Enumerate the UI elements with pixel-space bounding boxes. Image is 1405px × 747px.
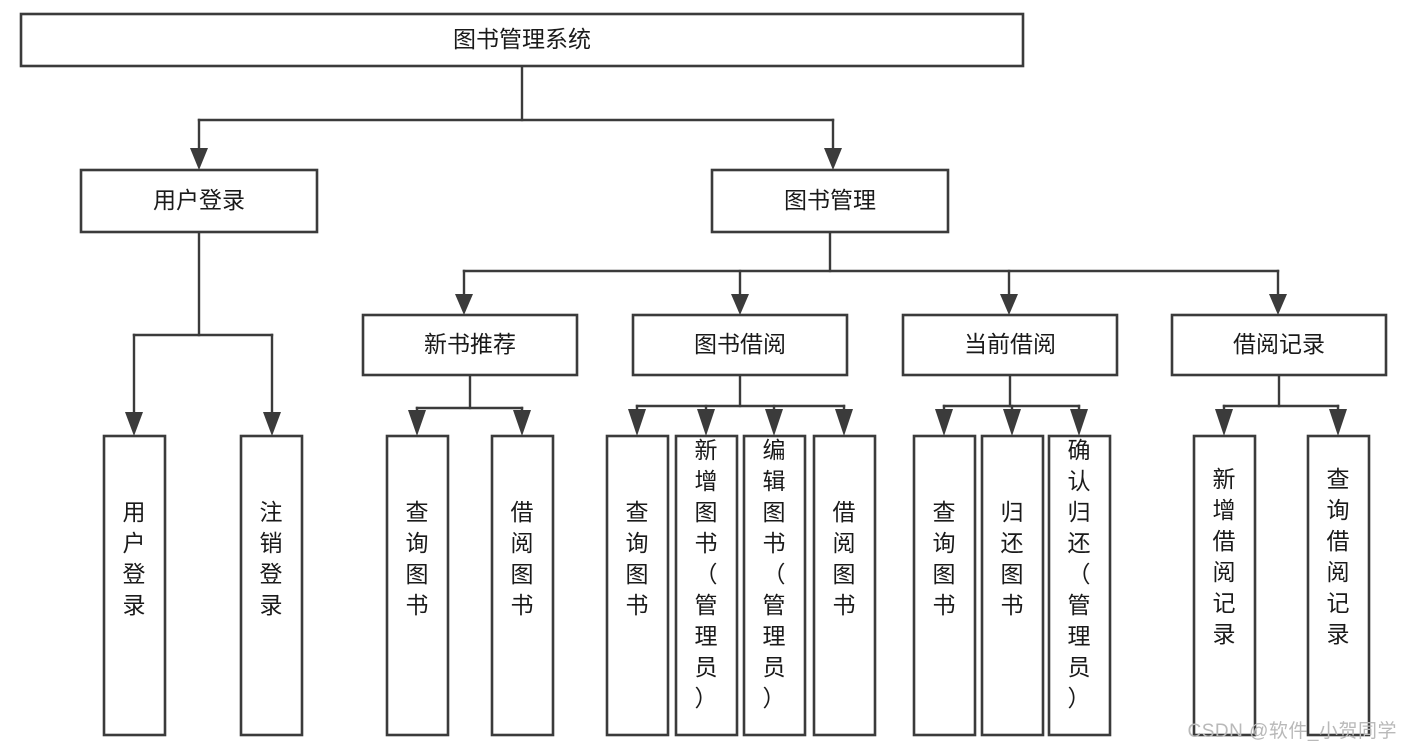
node-leaf-borrow-book-2-box[interactable] bbox=[812, 434, 877, 737]
csdn-watermark: CSDN @软件_小贺同学 bbox=[1187, 721, 1397, 742]
arrow-head-leaf-borrow-book-2 bbox=[835, 409, 853, 436]
arrow-head-leaf-confirm-return bbox=[1070, 409, 1088, 436]
node-leaf-query-book-1-label: 查询图书 bbox=[406, 499, 429, 618]
arrow-head-leaf-query-book-3 bbox=[935, 409, 953, 436]
node-leaf-query-book-1-box[interactable] bbox=[385, 434, 450, 737]
arrow-head-leaf-query-book-2 bbox=[628, 409, 646, 436]
node-leaf-return-book-box[interactable] bbox=[980, 434, 1045, 737]
node-leaf-edit-book-box[interactable] bbox=[742, 434, 807, 737]
node-root-label: 图书管理系统 bbox=[453, 26, 591, 52]
node-current-borrow[interactable]: 当前借阅 bbox=[901, 313, 1119, 377]
node-leaf-user-login[interactable]: 用户登录 bbox=[102, 434, 167, 737]
node-user-login-box[interactable] bbox=[79, 168, 319, 234]
node-leaf-return-book-label: 归还图书 bbox=[1001, 499, 1024, 618]
node-leaf-confirm-return-label: 确认归还（管理员） bbox=[1068, 437, 1091, 711]
node-leaf-query-book-2-label: 查询图书 bbox=[626, 499, 649, 618]
node-new-book-recommend[interactable]: 新书推荐 bbox=[361, 313, 579, 377]
node-book-manage-box[interactable] bbox=[710, 168, 950, 234]
node-leaf-query-book-3-box[interactable] bbox=[912, 434, 977, 737]
node-book-borrow-label: 图书借阅 bbox=[694, 331, 786, 357]
node-leaf-query-book-1[interactable]: 查询图书 bbox=[385, 434, 450, 737]
connector-group-user-login bbox=[125, 230, 281, 436]
connector-group-book-borrow bbox=[628, 373, 853, 436]
node-borrow-record-box[interactable] bbox=[1170, 313, 1388, 377]
node-leaf-user-logout-label: 注销登录 bbox=[260, 499, 283, 618]
arrow-head-borrow-record bbox=[1269, 294, 1287, 315]
node-borrow-record[interactable]: 借阅记录 bbox=[1170, 313, 1388, 377]
arrow-head-leaf-add-record bbox=[1215, 409, 1233, 436]
arrow-head-book-borrow bbox=[731, 294, 749, 315]
connector-group-borrow-record bbox=[1215, 373, 1347, 436]
arrow-head-leaf-edit-book bbox=[765, 409, 783, 436]
arrow-head-new-book-recommend bbox=[455, 294, 473, 315]
node-leaf-borrow-book-2-label: 借阅图书 bbox=[833, 499, 856, 618]
node-new-book-recommend-box[interactable] bbox=[361, 313, 579, 377]
node-leaf-borrow-book-1-box[interactable] bbox=[490, 434, 555, 737]
node-book-borrow-box[interactable] bbox=[631, 313, 849, 377]
node-leaf-query-record[interactable]: 查询借阅记录 bbox=[1306, 434, 1371, 737]
node-user-login[interactable]: 用户登录 bbox=[79, 168, 319, 234]
node-new-book-recommend-label: 新书推荐 bbox=[424, 331, 516, 357]
connector-group-new-book-recommend bbox=[408, 373, 531, 436]
node-leaf-borrow-book-2[interactable]: 借阅图书 bbox=[812, 434, 877, 737]
node-leaf-user-login-label: 用户登录 bbox=[123, 499, 146, 618]
node-leaf-query-book-2[interactable]: 查询图书 bbox=[605, 434, 670, 737]
node-leaf-add-book[interactable]: 新增图书（管理员） bbox=[674, 434, 739, 737]
arrow-head-current-borrow bbox=[1000, 294, 1018, 315]
connector-group-current-borrow bbox=[935, 373, 1088, 436]
arrow-head-leaf-borrow-book-1 bbox=[513, 410, 531, 436]
node-leaf-query-record-label: 查询借阅记录 bbox=[1327, 466, 1350, 647]
node-leaf-query-book-2-box[interactable] bbox=[605, 434, 670, 737]
arrow-head-leaf-query-record bbox=[1329, 409, 1347, 436]
node-current-borrow-label: 当前借阅 bbox=[964, 331, 1056, 357]
node-book-manage[interactable]: 图书管理 bbox=[710, 168, 950, 234]
node-book-manage-label: 图书管理 bbox=[784, 187, 876, 213]
arrow-head-leaf-user-login bbox=[125, 412, 143, 436]
node-leaf-borrow-book-1-label: 借阅图书 bbox=[511, 499, 534, 618]
node-leaf-add-record-box[interactable] bbox=[1192, 434, 1257, 737]
node-leaf-add-record-label: 新增借阅记录 bbox=[1213, 466, 1236, 647]
node-borrow-record-label: 借阅记录 bbox=[1233, 331, 1325, 357]
connector-group-root bbox=[190, 64, 842, 170]
node-root[interactable]: 图书管理系统 bbox=[19, 12, 1025, 68]
arrow-head-leaf-query-book-1 bbox=[408, 410, 426, 436]
node-leaf-user-logout-box[interactable] bbox=[239, 434, 304, 737]
connector-group-book-manage bbox=[455, 230, 1287, 315]
node-leaf-query-record-box[interactable] bbox=[1306, 434, 1371, 737]
node-leaf-add-book-label: 新增图书（管理员） bbox=[695, 437, 718, 711]
node-leaf-return-book[interactable]: 归还图书 bbox=[980, 434, 1045, 737]
node-root-box[interactable] bbox=[19, 12, 1025, 68]
arrow-head-leaf-user-logout bbox=[263, 412, 281, 436]
arrow-head-leaf-return-book bbox=[1003, 409, 1021, 436]
node-book-borrow[interactable]: 图书借阅 bbox=[631, 313, 849, 377]
node-leaf-edit-book-label: 编辑图书（管理员） bbox=[763, 437, 786, 711]
node-leaf-query-book-3-label: 查询图书 bbox=[933, 499, 956, 618]
node-current-borrow-box[interactable] bbox=[901, 313, 1119, 377]
node-leaf-user-login-box[interactable] bbox=[102, 434, 167, 737]
node-leaf-borrow-book-1[interactable]: 借阅图书 bbox=[490, 434, 555, 737]
arrow-head-book-manage bbox=[824, 148, 842, 170]
node-leaf-add-book-box[interactable] bbox=[674, 434, 739, 737]
node-leaf-add-record[interactable]: 新增借阅记录 bbox=[1192, 434, 1257, 737]
arrow-head-leaf-add-book bbox=[697, 409, 715, 436]
node-leaf-confirm-return[interactable]: 确认归还（管理员） bbox=[1047, 434, 1112, 737]
node-leaf-confirm-return-box[interactable] bbox=[1047, 434, 1112, 737]
node-leaf-edit-book[interactable]: 编辑图书（管理员） bbox=[742, 434, 807, 737]
arrow-head-user-login bbox=[190, 148, 208, 170]
node-leaf-user-logout[interactable]: 注销登录 bbox=[239, 434, 304, 737]
node-user-login-label: 用户登录 bbox=[153, 187, 245, 213]
node-leaf-query-book-3[interactable]: 查询图书 bbox=[912, 434, 977, 737]
